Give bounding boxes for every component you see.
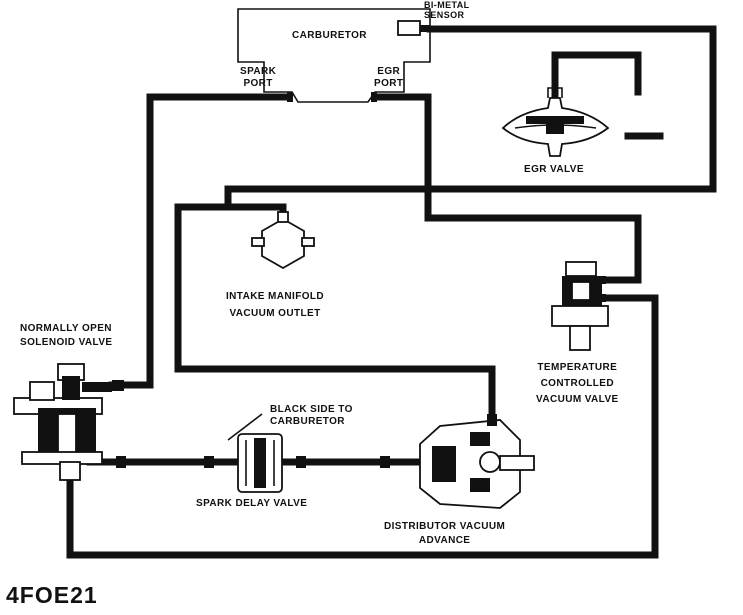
egr-port-label: EGR PORT [374,66,403,90]
intake-manifold-label-line1: INTAKE MANIFOLD [226,291,325,302]
hose-bimetal-loop [224,25,717,204]
hose-egr-port-to-tcvv [371,93,642,284]
tcvv-label-line2: CONTROLLED [540,378,615,389]
carburetor-label: CARBURETOR [292,30,367,41]
spark-port-label-line1: SPARK [240,66,277,77]
distributor-advance-label-line1: DISTRIBUTOR VACUUM [384,521,506,532]
tcvv-label-line1: TEMPERATURE [537,362,618,373]
spark-delay-valve-label: SPARK DELAY VALVE [196,498,308,509]
solenoid-valve-label: NORMALLY OPEN SOLENOID VALVE [20,322,112,350]
spark-port-label: SPARK PORT [240,66,276,90]
hose-to-egr-valve [551,51,642,102]
egr-port-label-line2: PORT [374,78,404,89]
bimetal-sensor-label-line2: SENSOR [424,10,465,20]
distributor-advance-label-line2: ADVANCE [418,535,471,546]
temperature-controlled-vacuum-valve [551,261,609,351]
tcvv-label-line3: VACUUM VALVE [536,394,619,405]
black-side-label-line2: CARBURETOR [270,416,345,427]
solenoid-valve-label-line1: NORMALLY OPEN [20,323,112,334]
bimetal-sensor-label: BI-METAL SENSOR [424,0,470,20]
solenoid-valve [13,363,112,481]
hose-spark-port-to-solenoid [108,93,292,389]
black-side-label: BLACK SIDE TO CARBURETOR [270,404,353,428]
figure-id: 4FOE21 [6,582,98,608]
vacuum-hoses [66,25,717,559]
solenoid-valve-label-line2: SOLENOID VALVE [20,337,113,348]
bimetal-sensor-label-line1: BI-METAL [424,0,470,10]
carburetor [237,8,431,103]
spark-port-label-line2: PORT [243,78,273,89]
intake-manifold-label-line2: VACUUM OUTLET [229,308,321,319]
spark-delay-valve [227,413,283,493]
black-side-label-line1: BLACK SIDE TO [270,404,353,415]
bimetal-sensor [397,20,421,36]
distributor-advance-label: DISTRIBUTOR VACUUM ADVANCE [384,520,505,548]
egr-valve [501,87,610,157]
intake-manifold-outlet [251,211,315,270]
hose-intake-to-distributor [174,203,496,424]
tcvv-label: TEMPERATURE CONTROLLED VACUUM VALVE [536,360,619,408]
egr-valve-label: EGR VALVE [524,164,584,175]
intake-manifold-label: INTAKE MANIFOLD VACUUM OUTLET [226,288,324,322]
hose-tcvv-return [66,294,659,559]
egr-port-label-line1: EGR [377,66,401,77]
distributor-vacuum-advance [419,414,535,509]
